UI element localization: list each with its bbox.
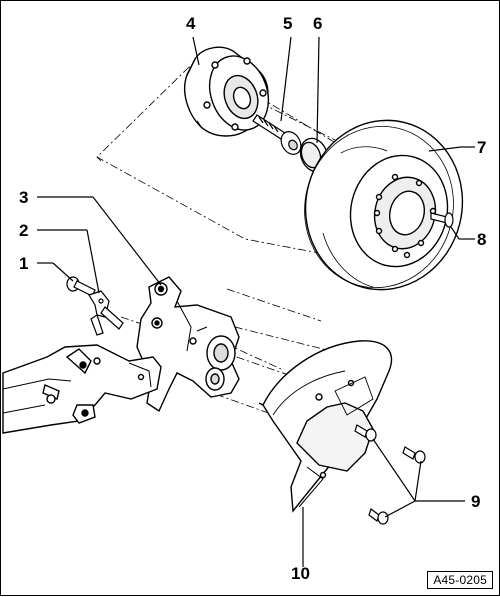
callout-5: 5 (283, 14, 292, 33)
callout-1: 1 (19, 254, 28, 273)
axle-beam-part (2, 344, 162, 434)
callout-2: 2 (19, 221, 28, 240)
callout-8: 8 (477, 230, 486, 249)
hub-bolt-part (252, 114, 302, 155)
shield-bolts-part (354, 424, 426, 525)
callout-6: 6 (313, 14, 322, 33)
splash-shield-part (258, 340, 393, 513)
wheel-bearing-housing-part (136, 276, 240, 413)
leader-lines (37, 36, 475, 567)
callout-4: 4 (186, 14, 196, 33)
disc-screw-part (430, 212, 454, 228)
wheel-hub-part (183, 46, 270, 137)
callout-9: 9 (471, 492, 480, 511)
callout-7: 7 (477, 138, 486, 157)
callout-10: 10 (291, 564, 310, 583)
brake-disc-part (304, 119, 464, 291)
speed-sensor-part (88, 290, 124, 336)
callout-3: 3 (19, 188, 28, 207)
figure-reference-code: A45-0205 (427, 571, 493, 589)
